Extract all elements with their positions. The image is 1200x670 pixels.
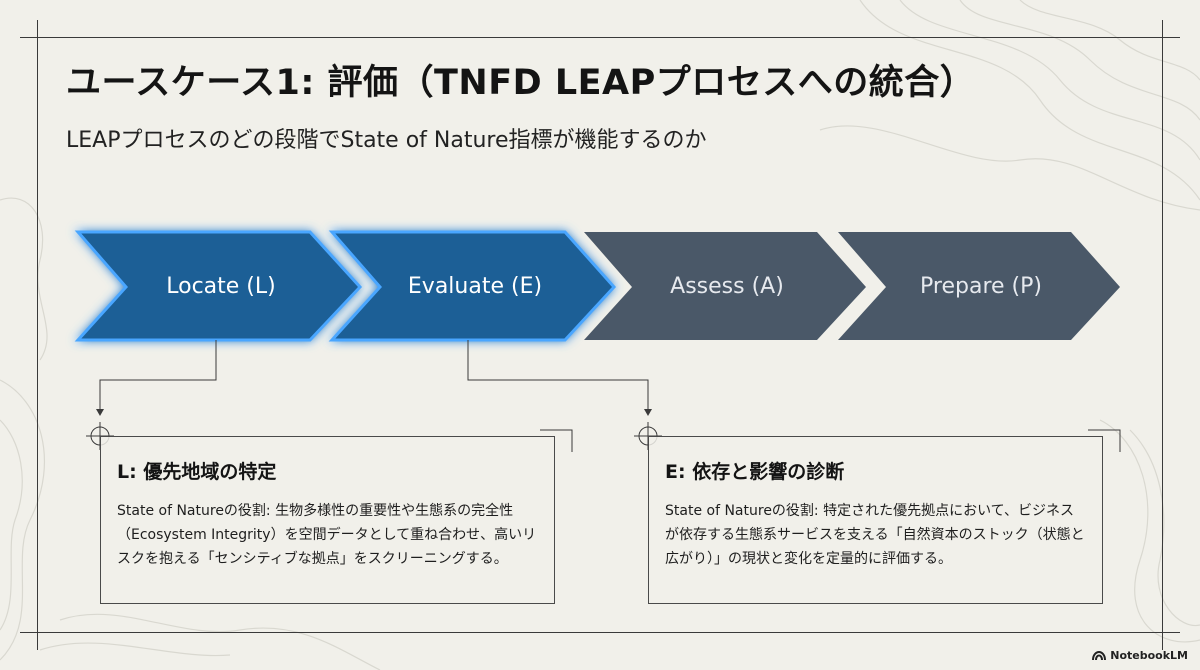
logo-text: NotebookLM	[1110, 649, 1188, 662]
connector-evaluate	[467, 340, 649, 412]
connector-locate	[99, 340, 217, 412]
evaluate-card: E: 依存と影響の診断 State of Natureの役割: 特定された優先拠…	[648, 436, 1103, 604]
locate-card-title: L: 優先地域の特定	[117, 461, 277, 483]
frame-line-left	[37, 20, 38, 650]
step-chevron-evaluate[interactable]	[328, 230, 617, 342]
step-chevron-prepare[interactable]	[838, 232, 1120, 340]
step-label-locate: Locate (L)	[166, 274, 276, 299]
step-chevron-locate[interactable]	[74, 230, 363, 342]
notebooklm-logo: NotebookLM	[1092, 649, 1188, 662]
notebooklm-logo-icon	[1092, 650, 1107, 660]
page-subtitle: LEAPプロセスのどの段階でState of Nature指標が機能するのか	[66, 128, 707, 153]
locate-card: L: 優先地域の特定 State of Natureの役割: 生物多様性の重要性…	[100, 436, 555, 604]
step-label-prepare: Prepare (P)	[920, 274, 1042, 299]
arrow-head-locate-icon	[96, 409, 104, 416]
page-title: ユースケース1: 評価（TNFD LEAPプロセスへの統合）	[66, 63, 976, 103]
evaluate-card-body: State of Natureの役割: 特定された優先拠点において、ビジネスが依…	[665, 503, 1085, 567]
step-label-evaluate: Evaluate (E)	[407, 274, 543, 299]
frame-line-bottom	[20, 632, 1180, 633]
frame-line-right	[1162, 20, 1163, 650]
evaluate-card-title: E: 依存と影響の診断	[665, 461, 845, 483]
locate-card-body: State of Natureの役割: 生物多様性の重要性や生態系の完全性（Ec…	[117, 503, 537, 567]
arrow-head-evaluate-icon	[644, 409, 652, 416]
step-label-assess: Assess (A)	[670, 274, 784, 299]
step-chevron-assess[interactable]	[584, 232, 866, 340]
frame-line-top	[20, 37, 1180, 38]
